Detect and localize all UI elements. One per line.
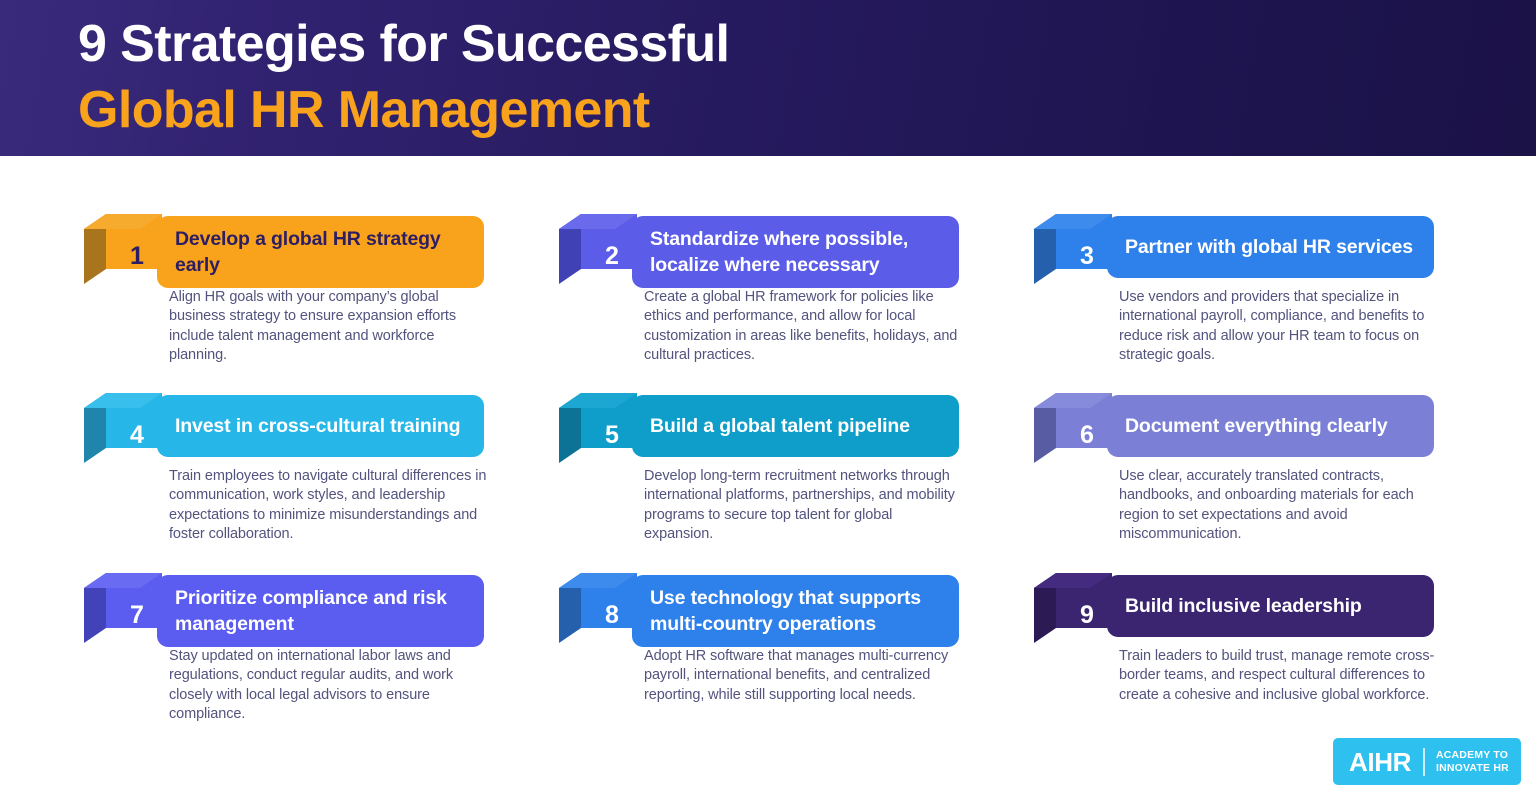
number-cube-icon: 4 xyxy=(84,393,162,463)
card-description: Adopt HR software that manages multi-cur… xyxy=(644,648,949,703)
number-cube-icon: 3 xyxy=(1034,214,1112,284)
card-title-pill: Standardize where possible, localize whe… xyxy=(632,216,959,288)
number-cube-icon: 8 xyxy=(559,573,637,643)
card-title: Invest in cross-cultural training xyxy=(175,415,461,437)
header-banner: 9 Strategies for Successful Global HR Ma… xyxy=(0,0,1536,156)
number-cube-icon: 9 xyxy=(1034,573,1112,643)
card-number: 6 xyxy=(1080,420,1094,449)
logo-tagline-line-2: INNOVATE HR xyxy=(1435,761,1509,774)
card-title: Build inclusive leadership xyxy=(1125,595,1362,617)
number-cube-icon: 2 xyxy=(559,214,637,284)
aihr-logo[interactable]: AIHR ACADEMY TO INNOVATE HR xyxy=(1333,738,1521,785)
card-title-pill: Develop a global HR strategy early xyxy=(157,216,484,288)
card-description: Stay updated on international labor laws… xyxy=(169,648,454,722)
card-title-pill: Invest in cross-cultural training xyxy=(157,395,484,457)
card-description: Train employees to navigate cultural dif… xyxy=(169,468,487,542)
card-number: 7 xyxy=(130,600,144,629)
card-number: 1 xyxy=(130,241,144,270)
logo-divider xyxy=(1422,747,1425,776)
card-number: 2 xyxy=(605,241,619,270)
card-number: 3 xyxy=(1080,241,1094,270)
card-title-pill: Prioritize compliance and risk managemen… xyxy=(157,575,484,647)
page-title-line-2: Global HR Management xyxy=(78,81,650,139)
card-title: Standardize where possible, localize whe… xyxy=(650,228,909,276)
card-title: Build a global talent pipeline xyxy=(650,415,910,437)
card-title: Document everything clearly xyxy=(1125,415,1388,437)
card-title-pill: Build inclusive leadership xyxy=(1107,575,1434,637)
card-description: Align HR goals with your company’s globa… xyxy=(169,289,457,363)
card-title: Develop a global HR strategy early xyxy=(175,228,441,276)
card-title: Prioritize compliance and risk managemen… xyxy=(175,587,447,635)
card-description: Develop long-term recruitment networks t… xyxy=(644,468,955,542)
logo-wordmark: AIHR xyxy=(1349,746,1411,777)
header-title-group: 9 Strategies for Successful Global HR Ma… xyxy=(78,11,730,143)
card-description: Use clear, accurately translated contrac… xyxy=(1119,468,1414,542)
card-title-pill: Partner with global HR services xyxy=(1107,216,1434,278)
card-number: 5 xyxy=(605,420,619,449)
number-cube-icon: 6 xyxy=(1034,393,1112,463)
page-title-line-1: 9 Strategies for Successful xyxy=(78,15,730,73)
card-title: Partner with global HR services xyxy=(1125,236,1413,258)
card-title: Use technology that supports multi-count… xyxy=(650,587,921,635)
number-cube-icon: 5 xyxy=(559,393,637,463)
card-title-pill: Document everything clearly xyxy=(1107,395,1434,457)
card-number: 8 xyxy=(605,600,619,629)
card-title-pill: Build a global talent pipeline xyxy=(632,395,959,457)
card-description: Use vendors and providers that specializ… xyxy=(1119,289,1425,363)
card-number: 4 xyxy=(130,420,144,449)
logo-tagline-line-1: ACADEMY TO xyxy=(1435,748,1509,761)
card-description: Train leaders to build trust, manage rem… xyxy=(1119,648,1435,703)
number-cube-icon: 1 xyxy=(84,214,162,284)
card-description: Create a global HR framework for policie… xyxy=(644,289,958,363)
card-title-pill: Use technology that supports multi-count… xyxy=(632,575,959,647)
logo-tagline: ACADEMY TO INNOVATE HR xyxy=(1436,749,1509,775)
card-number: 9 xyxy=(1080,600,1094,629)
number-cube-icon: 7 xyxy=(84,573,162,643)
